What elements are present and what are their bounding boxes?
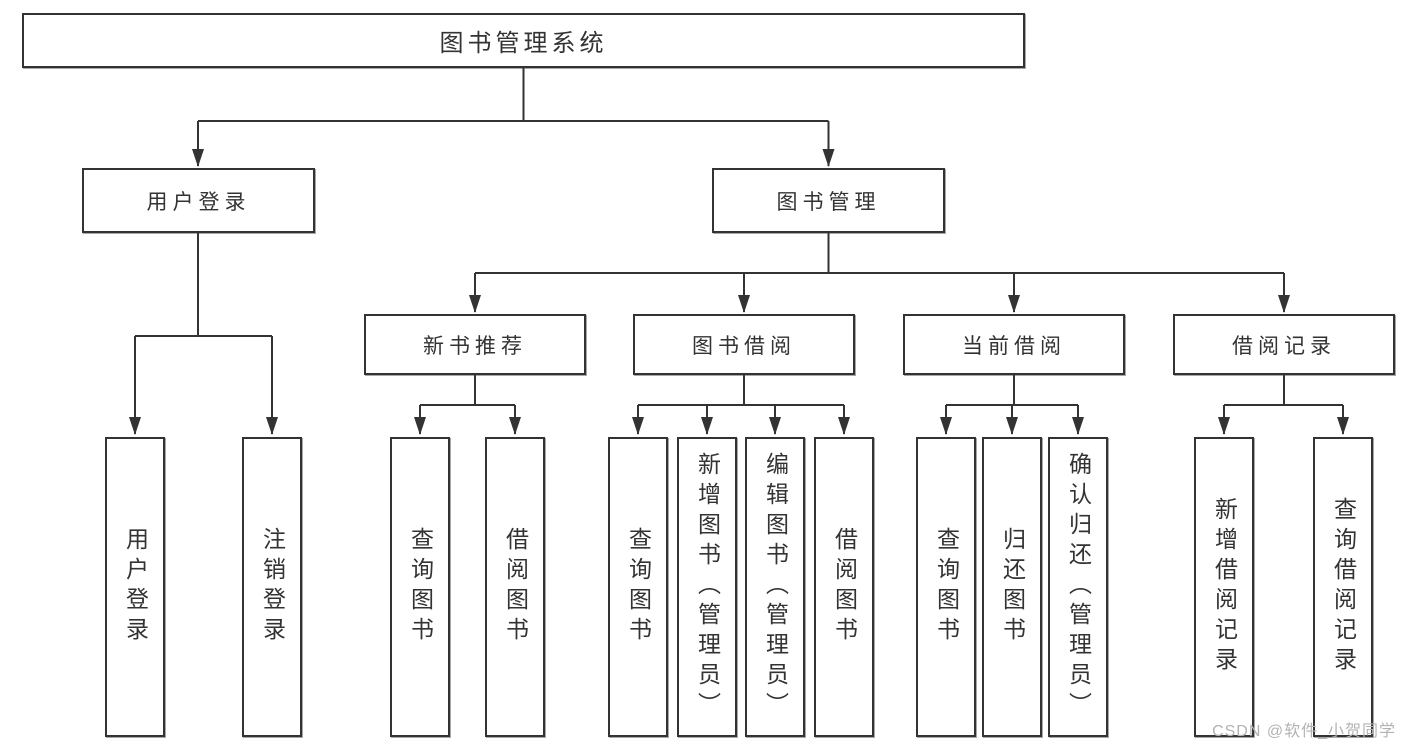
node-user-login: 用户登录 xyxy=(82,168,315,233)
leaf-query-books-recommend: 查询图书 xyxy=(390,437,450,737)
leaf-confirm-return-admin-label: 确认归还（管理员） xyxy=(1065,452,1092,722)
node-book-borrow: 图书借阅 xyxy=(633,314,855,375)
leaf-add-borrow-record: 新增借阅记录 xyxy=(1194,437,1254,737)
node-borrow-records: 借阅记录 xyxy=(1173,314,1395,375)
leaf-borrow-books: 借阅图书 xyxy=(814,437,874,737)
leaf-query-borrow-record: 查询借阅记录 xyxy=(1313,437,1373,737)
leaf-return-books-label: 归还图书 xyxy=(999,527,1026,647)
leaf-borrow-books-recommend: 借阅图书 xyxy=(485,437,545,737)
leaf-user-login: 用户登录 xyxy=(105,437,165,737)
leaf-return-books: 归还图书 xyxy=(982,437,1042,737)
csdn-watermark: CSDN @软件_小贺同学 xyxy=(1212,723,1396,740)
leaf-borrow-books-recommend-label: 借阅图书 xyxy=(502,527,529,647)
leaf-add-books-admin: 新增图书（管理员） xyxy=(677,437,737,737)
leaf-query-books-recommend-label: 查询图书 xyxy=(407,527,434,647)
leaf-user-login-label: 用户登录 xyxy=(122,527,149,647)
leaf-query-books-current: 查询图书 xyxy=(916,437,976,737)
node-new-book-recommend: 新书推荐 xyxy=(364,314,586,375)
leaf-query-borrow-record-label: 查询借阅记录 xyxy=(1330,497,1357,677)
leaf-add-books-admin-label: 新增图书（管理员） xyxy=(694,452,721,722)
leaf-add-borrow-record-label: 新增借阅记录 xyxy=(1211,497,1238,677)
leaf-logout-label: 注销登录 xyxy=(259,527,286,647)
node-book-management: 图书管理 xyxy=(712,168,945,233)
node-current-borrow: 当前借阅 xyxy=(903,314,1125,375)
leaf-query-books-borrow-label: 查询图书 xyxy=(625,527,652,647)
leaf-confirm-return-admin: 确认归还（管理员） xyxy=(1048,437,1108,737)
leaf-edit-books-admin-label: 编辑图书（管理员） xyxy=(762,452,789,722)
leaf-query-books-borrow: 查询图书 xyxy=(608,437,668,737)
leaf-logout: 注销登录 xyxy=(242,437,302,737)
leaf-query-books-current-label: 查询图书 xyxy=(933,527,960,647)
leaf-borrow-books-label: 借阅图书 xyxy=(831,527,858,647)
node-library-management-system: 图书管理系统 xyxy=(22,13,1025,68)
leaf-edit-books-admin: 编辑图书（管理员） xyxy=(745,437,805,737)
